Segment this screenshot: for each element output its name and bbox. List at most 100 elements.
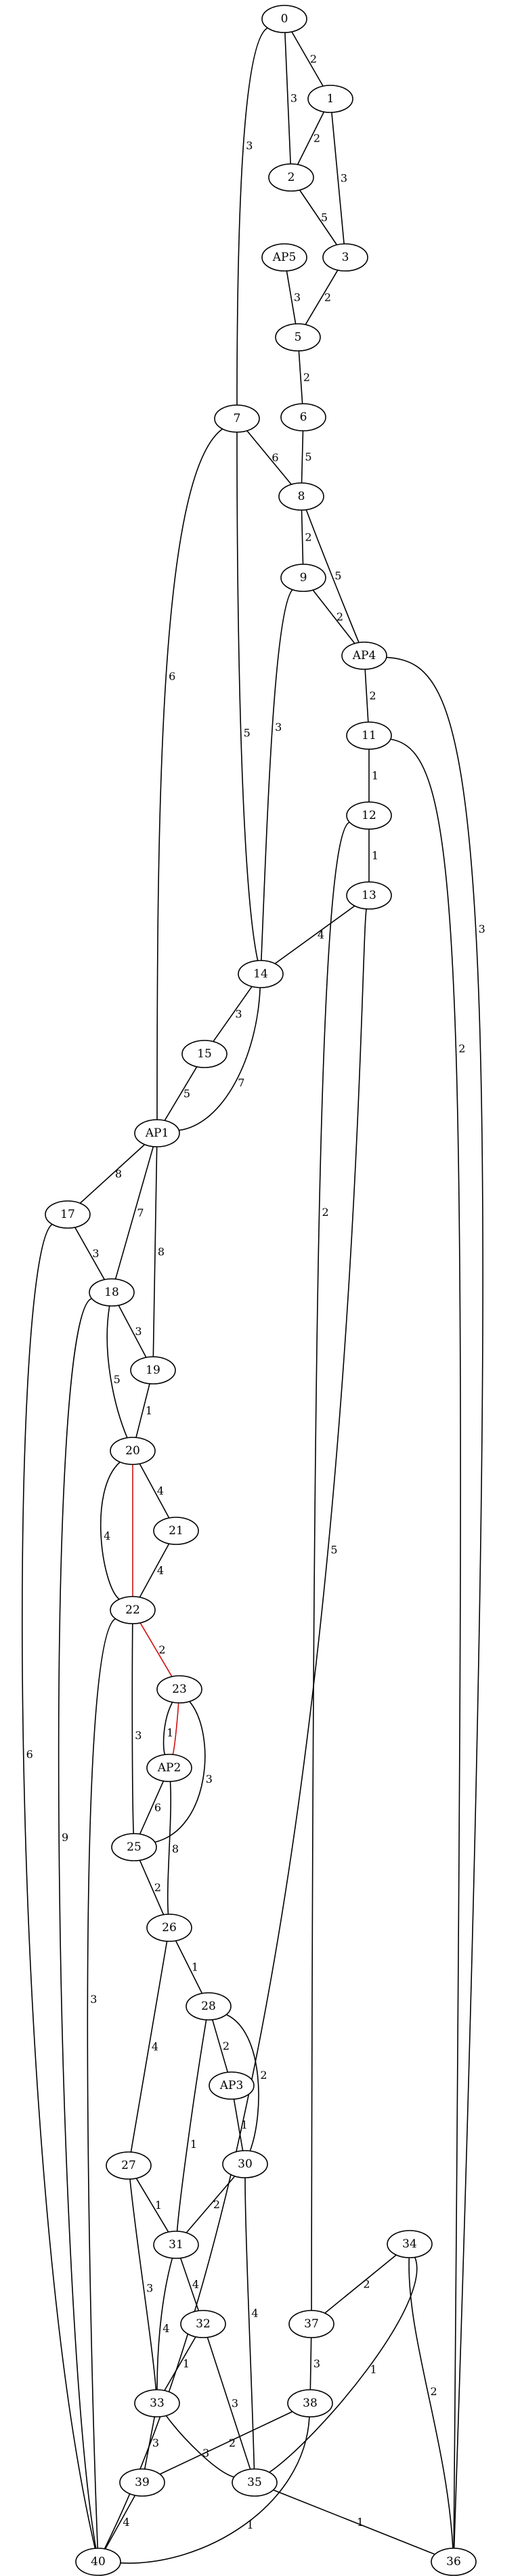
node-35: 35 <box>232 2468 278 2497</box>
node-label-5: 5 <box>295 331 302 344</box>
node-shape-32 <box>180 2310 226 2338</box>
edge-27-33 <box>129 2178 157 2390</box>
edge-22-25 <box>131 1623 135 1834</box>
edge-label-9-14: 3 <box>275 721 282 734</box>
edge-label-17-40: 6 <box>26 1748 33 1760</box>
node-label-27: 27 <box>121 2159 136 2172</box>
edge-9-AP4 <box>312 589 355 644</box>
edge-13-40 <box>104 908 367 2550</box>
node-13: 13 <box>346 881 392 910</box>
edge-2-3 <box>299 190 338 245</box>
edge-label-11-36: 2 <box>458 1042 465 1055</box>
node-shape-AP5 <box>261 243 307 272</box>
edge-label-0-2: 3 <box>290 92 297 105</box>
node-label-37: 37 <box>304 2317 319 2331</box>
edge-label-30-35: 4 <box>251 2307 258 2320</box>
edge-AP1-18 <box>114 1146 154 1280</box>
edge-23-25 <box>154 1701 206 1843</box>
node-shape-8 <box>278 482 324 511</box>
node-shape-20 <box>110 1437 156 1465</box>
edge-28-30 <box>225 2014 259 2151</box>
edge-label-31-33: 4 <box>162 2322 169 2335</box>
node-5: 5 <box>275 323 321 352</box>
edge-label-39-40: 4 <box>123 2516 129 2529</box>
edge-label-14-15: 3 <box>235 1008 242 1021</box>
edge-25-26 <box>139 1860 165 1915</box>
node-18: 18 <box>89 1278 135 1307</box>
node-label-38: 38 <box>303 2396 318 2410</box>
node-32: 32 <box>180 2310 226 2338</box>
node-shape-0 <box>261 5 307 33</box>
node-shape-38 <box>287 2389 333 2417</box>
node-3: 3 <box>322 243 368 272</box>
node-label-40: 40 <box>91 2555 106 2569</box>
node-shape-9 <box>280 564 326 592</box>
node-0: 0 <box>261 5 307 33</box>
node-36: 36 <box>431 2548 477 2576</box>
edge-label-AP1-17: 8 <box>115 1168 122 1181</box>
edge-label-6-8: 5 <box>305 450 311 463</box>
node-label-23: 23 <box>172 1683 187 1696</box>
edge-label-22-23: 2 <box>158 1643 165 1656</box>
node-12: 12 <box>346 801 392 830</box>
edge-label-17-18: 3 <box>92 1247 99 1260</box>
node-shape-39 <box>119 2468 165 2497</box>
edge-17-40 <box>21 1223 96 2549</box>
node-38: 38 <box>287 2389 333 2417</box>
edge-label-28-31: 1 <box>190 2138 197 2151</box>
edge-20-21 <box>139 1463 170 1519</box>
node-label-12: 12 <box>362 809 376 822</box>
edge-label-14-AP1: 7 <box>238 1076 244 1089</box>
node-label-22: 22 <box>125 1603 140 1617</box>
edge-23-AP2-1 <box>172 1702 179 1755</box>
edge-33-35 <box>165 2415 235 2478</box>
node-34: 34 <box>387 2230 433 2258</box>
node-label-13: 13 <box>362 889 376 902</box>
edge-34-36 <box>408 2257 454 2549</box>
node-22: 22 <box>110 1596 156 1624</box>
node-shape-40 <box>75 2548 121 2576</box>
edge-18-40 <box>58 1298 97 2549</box>
edge-19-20 <box>135 1383 150 1438</box>
edge-32-35 <box>207 2337 251 2470</box>
edge-label-18-20: 5 <box>114 1373 121 1386</box>
node-shape-AP2 <box>146 1754 192 1782</box>
edge-label-AP1-19: 8 <box>158 1246 165 1259</box>
edge-label-18-40: 9 <box>62 1831 68 1844</box>
edge-label-8-AP4: 5 <box>334 570 341 583</box>
edge-label-34-36: 2 <box>431 2385 437 2398</box>
node-shape-1 <box>307 85 353 113</box>
edge-31-33 <box>156 2258 173 2390</box>
node-shape-30 <box>222 2150 268 2178</box>
edge-32-33 <box>164 2336 196 2391</box>
edge-label-28-AP3: 2 <box>223 2040 230 2052</box>
edge-label-1-3: 3 <box>341 172 347 185</box>
node-2: 2 <box>268 163 314 192</box>
edge-label-12-37: 2 <box>322 1206 328 1219</box>
node-label-11: 11 <box>362 729 376 742</box>
node-label-9: 9 <box>300 571 307 585</box>
edge-label-AP1-18: 7 <box>137 1206 144 1219</box>
edge-label-2-3: 5 <box>321 211 328 224</box>
edge-label-15-AP1: 5 <box>183 1087 190 1100</box>
node-AP1: AP1 <box>134 1119 180 1147</box>
edge-AP4-36 <box>386 656 484 2549</box>
node-label-35: 35 <box>247 2476 262 2489</box>
edge-label-7-AP1: 6 <box>169 670 175 683</box>
node-15: 15 <box>181 1040 228 1068</box>
edge-label-11-12: 1 <box>372 769 378 782</box>
node-label-28: 28 <box>201 2000 216 2013</box>
edge-14-AP1 <box>179 987 261 1131</box>
edge-label-22-40: 3 <box>90 1993 97 2006</box>
node-shape-34 <box>387 2230 433 2258</box>
edge-3-5 <box>305 270 339 325</box>
edge-8-AP4 <box>305 509 360 643</box>
node-shape-2 <box>268 163 314 192</box>
node-shape-18 <box>89 1278 135 1307</box>
edge-AP5-5 <box>286 270 297 324</box>
node-label-33: 33 <box>150 2396 165 2410</box>
edge-37-38 <box>309 2337 312 2390</box>
edge-label-21-22: 4 <box>157 1564 164 1577</box>
node-shape-AP3 <box>209 2071 255 2100</box>
